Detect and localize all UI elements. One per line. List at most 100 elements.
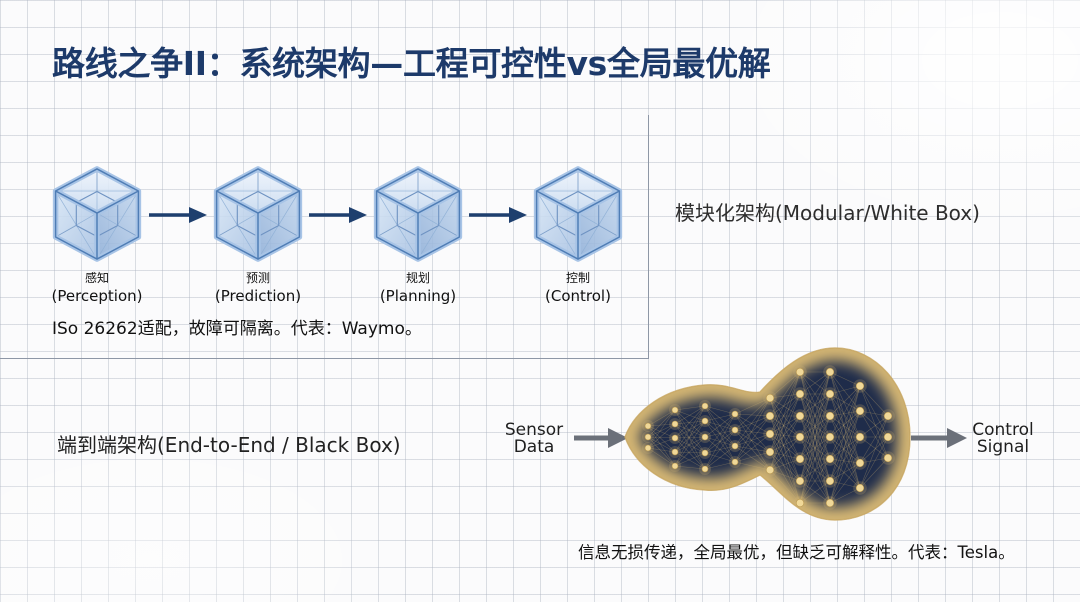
nn-connection xyxy=(829,371,861,464)
nn-connection xyxy=(799,393,831,504)
nn-connection xyxy=(799,371,831,417)
nn-node xyxy=(731,410,739,418)
nn-node xyxy=(883,453,893,463)
nn-connection xyxy=(829,415,861,489)
nn-connection xyxy=(674,405,706,411)
modular-architecture-heading: 模块化架构(Modular/White Box) xyxy=(675,201,980,225)
nn-node xyxy=(731,458,739,466)
nn-connection xyxy=(799,371,831,482)
nn-connection xyxy=(769,371,801,399)
sensor-data-label: Sensor Data xyxy=(490,422,578,456)
nn-connection xyxy=(674,405,706,439)
nn-node xyxy=(795,498,805,508)
nn-connection xyxy=(769,393,801,435)
nn-connection xyxy=(769,393,801,417)
nn-connection xyxy=(674,409,706,438)
nn-connection xyxy=(769,415,801,471)
nn-connection xyxy=(647,425,676,453)
nn-connection xyxy=(829,385,861,482)
slide-title: 路线之争II：系统架构—工程可控性vs全局最优解 xyxy=(52,44,771,83)
nn-connection xyxy=(799,458,831,504)
nn-connection xyxy=(704,461,736,470)
nn-connection xyxy=(647,447,676,453)
nn-connection xyxy=(674,409,706,422)
nn-connection xyxy=(769,415,801,504)
nn-connection xyxy=(799,436,831,482)
nn-connection xyxy=(734,415,771,463)
nn-node xyxy=(825,432,835,442)
nn-nodes xyxy=(642,365,895,510)
nn-connection xyxy=(734,415,771,431)
nn-connection xyxy=(674,405,706,453)
nn-node xyxy=(825,411,835,421)
nn-connection xyxy=(799,436,831,482)
nn-connection xyxy=(859,410,889,417)
nn-connection xyxy=(734,429,771,435)
nn-connection xyxy=(799,393,831,438)
nn-connection xyxy=(769,415,801,453)
nn-node xyxy=(765,411,775,421)
nn-connection xyxy=(799,393,831,438)
nn-node xyxy=(883,432,893,442)
nn-connection xyxy=(769,415,801,460)
nn-connection xyxy=(647,436,676,453)
nn-connection xyxy=(829,371,861,438)
nn-connection xyxy=(799,480,831,504)
nn-node xyxy=(825,476,835,486)
nn-connection xyxy=(674,423,706,438)
nn-node xyxy=(671,434,679,442)
nn-connection xyxy=(647,423,676,438)
end-to-end-architecture-note: 信息无损传递，全局最优，但缺乏可解释性。代表：Tesla。 xyxy=(578,543,1015,562)
nn-connection xyxy=(674,409,706,470)
nn-connection xyxy=(829,410,861,417)
nn-connection xyxy=(799,393,831,460)
nn-connection xyxy=(769,433,801,460)
nn-connection xyxy=(704,405,736,431)
nn-node xyxy=(825,498,835,508)
prediction-cube-icon xyxy=(212,166,304,262)
nn-connection xyxy=(704,413,736,470)
nn-connection xyxy=(799,415,831,460)
right-arrow-icon xyxy=(309,207,367,223)
nn-node xyxy=(825,367,835,377)
nn-connection xyxy=(799,393,831,504)
nn-connection xyxy=(859,410,889,438)
section-divider-vertical xyxy=(648,115,649,359)
nn-node xyxy=(731,426,739,434)
nn-node xyxy=(701,449,709,457)
nn-connection xyxy=(674,452,706,467)
nn-connection xyxy=(829,385,861,438)
nn-connection xyxy=(799,393,831,482)
nn-connection xyxy=(829,458,861,489)
nn-connection xyxy=(734,413,771,417)
input-arrow-icon xyxy=(574,428,628,448)
nn-connection xyxy=(734,461,771,471)
nn-connection xyxy=(704,452,736,463)
nn-connection xyxy=(829,436,861,482)
nn-connection xyxy=(799,458,831,482)
nn-connection xyxy=(829,410,861,482)
nn-connection xyxy=(734,413,771,453)
nn-node xyxy=(765,429,775,439)
nn-connection xyxy=(674,436,706,467)
nn-connection xyxy=(859,410,889,459)
nn-node xyxy=(671,420,679,428)
nn-connection xyxy=(704,405,736,447)
nn-connection xyxy=(647,409,676,449)
nn-connection xyxy=(704,405,736,463)
nn-connection xyxy=(704,429,736,438)
nn-connection xyxy=(734,429,771,471)
stage-label-perception: 感知 (Perception) xyxy=(32,271,162,305)
nn-connection xyxy=(704,413,736,438)
nn-connection xyxy=(674,451,706,470)
nn-connection xyxy=(829,371,861,489)
nn-connection xyxy=(829,371,861,387)
nn-connection xyxy=(734,433,771,463)
stage-label-zh: 控制 xyxy=(565,271,590,285)
nn-connection xyxy=(769,393,801,453)
nn-connection xyxy=(674,409,706,454)
nn-connection xyxy=(799,371,831,504)
stage-label-zh: 预测 xyxy=(245,271,270,285)
nn-node xyxy=(855,406,865,416)
